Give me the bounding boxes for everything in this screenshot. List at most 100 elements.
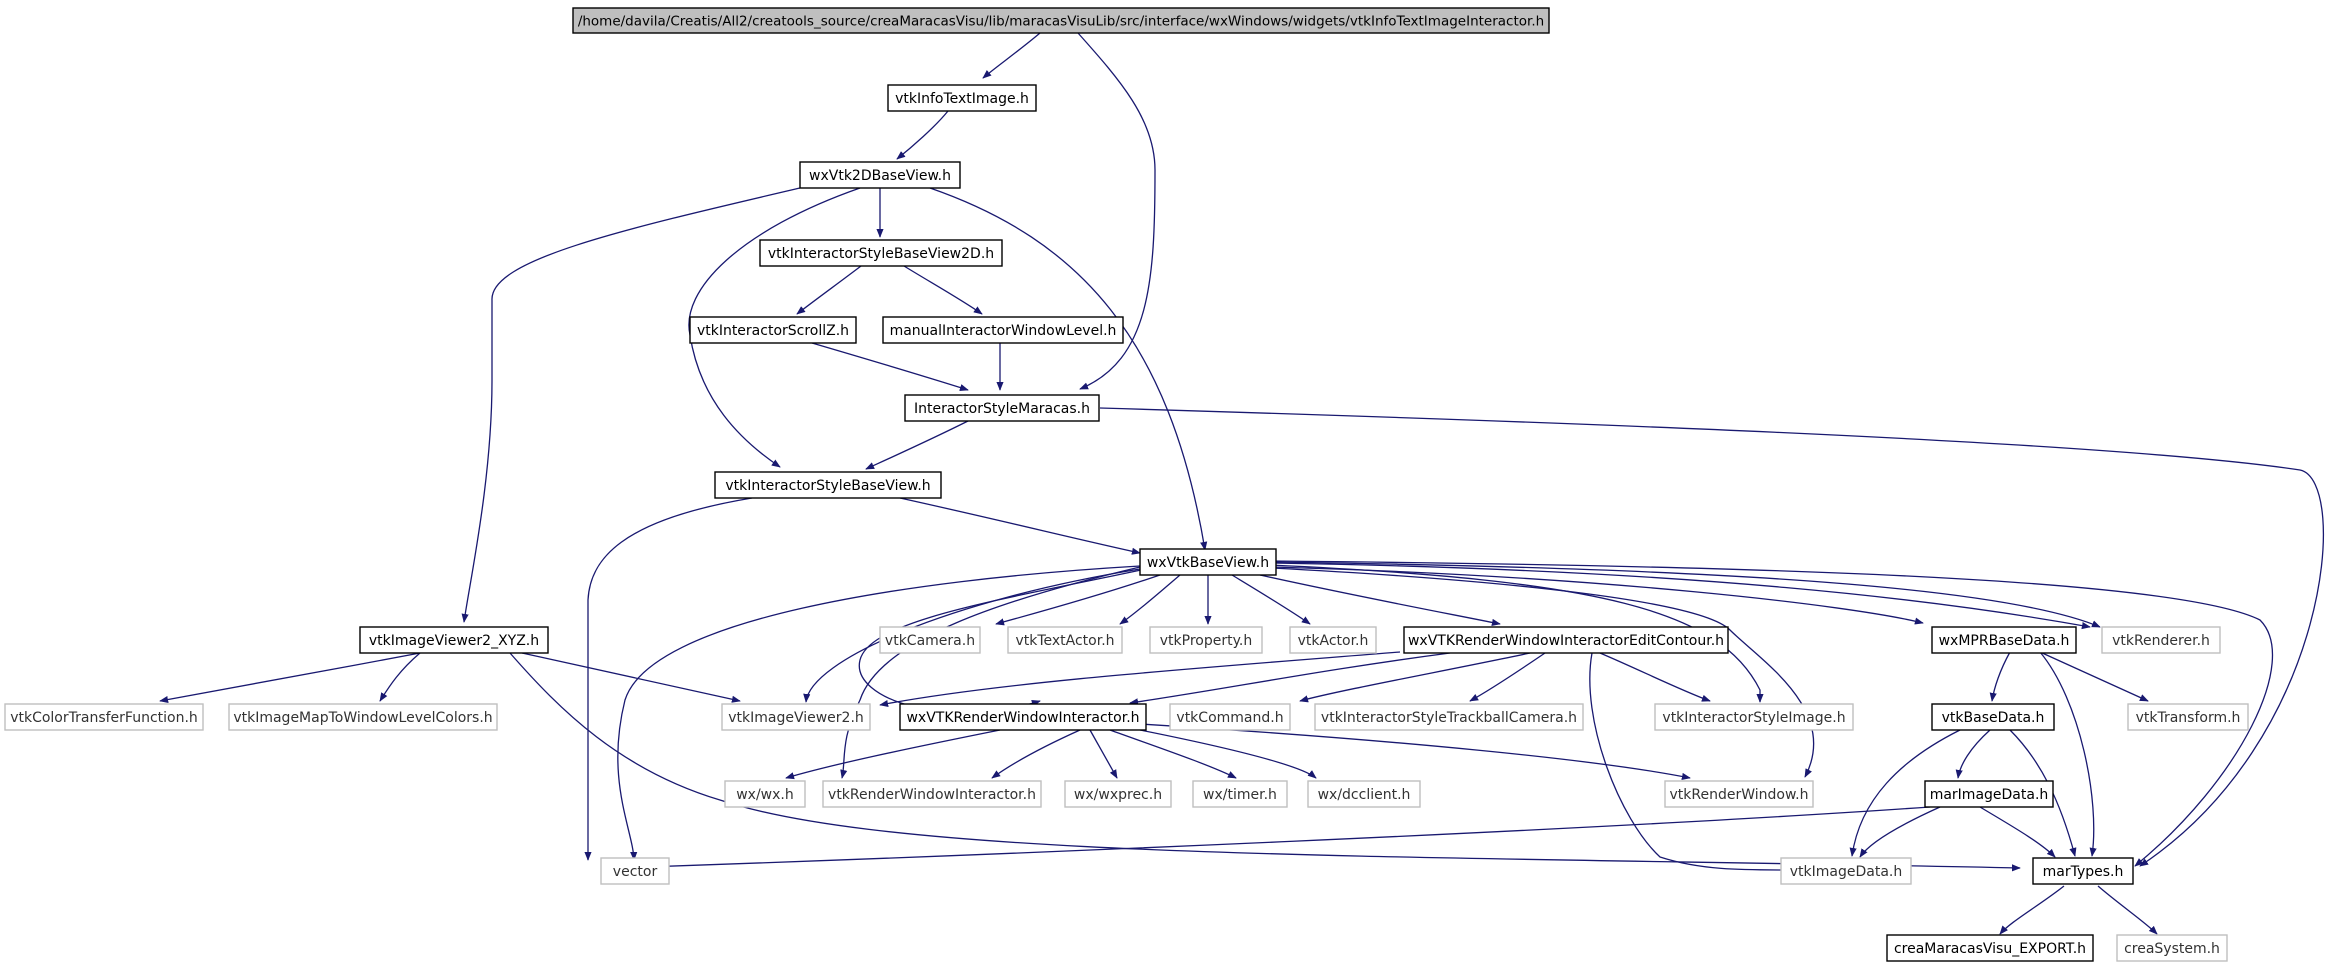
- node-box: [1780, 857, 1912, 885]
- edge: [879, 651, 1401, 708]
- node-box: [887, 84, 1037, 112]
- node-box: [1654, 703, 1854, 731]
- node-vtkinteractorstyletrackballcamera[interactable]: vtkInteractorStyleTrackballCamera.h: [1314, 703, 1584, 731]
- node-box: [904, 394, 1100, 422]
- node-label: vtkInteractorStyleBaseView.h: [725, 478, 930, 494]
- node-vtkproperty[interactable]: vtkProperty.h: [1149, 626, 1263, 654]
- edge: [1271, 566, 1924, 625]
- node-label: vtkCamera.h: [885, 633, 975, 649]
- node-box: [721, 703, 871, 731]
- node-wxmprbasedata[interactable]: wxMPRBaseData.h: [1931, 626, 2077, 654]
- edge: [1077, 32, 1156, 390]
- edge: [785, 729, 1001, 780]
- node-interactorstylemaracas[interactable]: InteractorStyleMaracas.h: [904, 394, 1100, 422]
- node-vtkbasedata[interactable]: vtkBaseData.h: [1931, 703, 2055, 731]
- edge: [615, 806, 1931, 872]
- node-vtkinteractorstyleimage[interactable]: vtkInteractorStyleImage.h: [1654, 703, 1854, 731]
- node-box: [1924, 780, 2054, 808]
- edge: [991, 729, 1081, 779]
- node-vtkimageviewer2[interactable]: vtkImageViewer2.h: [721, 703, 871, 731]
- node-vtkcommand[interactable]: vtkCommand.h: [1169, 703, 1291, 731]
- node-label: wxVTKRenderWindowInteractor.h: [906, 710, 1139, 726]
- edge: [896, 110, 949, 160]
- edge: [1589, 652, 1791, 874]
- node-wx-wx[interactable]: wx/wx.h: [724, 780, 806, 808]
- node-vtkinfotextimage[interactable]: vtkInfoTextImage.h: [887, 84, 1037, 112]
- node-box: [2116, 934, 2228, 962]
- node-box: [600, 857, 670, 885]
- dependency-nodes: /home/davila/Creatis/All2/creatools_sour…: [4, 7, 2249, 962]
- node-wx-wxprec[interactable]: wx/wxprec.h: [1064, 780, 1172, 808]
- node-vtkinteractorstylebaseview2d[interactable]: vtkInteractorStyleBaseView2D.h: [759, 239, 1003, 267]
- node-box: [228, 703, 498, 731]
- edge: [521, 652, 741, 703]
- node-vtkrenderwindow[interactable]: vtkRenderWindow.h: [1664, 780, 1814, 808]
- node-label: vtkInteractorScrollZ.h: [697, 323, 849, 339]
- node-box: [799, 161, 961, 189]
- edge: [903, 265, 983, 315]
- node-label: /home/davila/Creatis/All2/creatools_sour…: [578, 14, 1544, 30]
- node-label: vtkInteractorStyleImage.h: [1662, 710, 1845, 726]
- node-label: vector: [613, 864, 658, 880]
- edge: [1271, 567, 1815, 778]
- edge: [2039, 651, 2097, 857]
- node-vtkrenderwindowinteractor[interactable]: vtkRenderWindowInteractor.h: [822, 780, 1042, 808]
- edge: [1979, 806, 2056, 858]
- node-box: [1886, 934, 2094, 962]
- node-vtkimagedata[interactable]: vtkImageData.h: [1780, 857, 1912, 885]
- edge: [461, 187, 801, 623]
- node-manualinteractorwindowlevel[interactable]: manualInteractorWindowLevel.h: [882, 316, 1124, 344]
- node-vtkactor[interactable]: vtkActor.h: [1289, 626, 1377, 654]
- node-wxvtk2dbaseview[interactable]: wxVtk2DBaseView.h: [799, 161, 961, 189]
- edge: [811, 342, 969, 391]
- node-box: [4, 703, 204, 731]
- node-vtkcolortransferfunction[interactable]: vtkColorTransferFunction.h: [4, 703, 204, 731]
- node-vtkcamera[interactable]: vtkCamera.h: [879, 626, 981, 654]
- edge: [1271, 560, 2274, 867]
- node-box: [2127, 703, 2249, 731]
- edge: [1139, 729, 1317, 779]
- node-wx-timer[interactable]: wx/timer.h: [1192, 780, 1288, 808]
- edge: [379, 652, 421, 702]
- node-wxvtkbaseview[interactable]: wxVtkBaseView.h: [1139, 548, 1277, 576]
- node-box: [1192, 780, 1288, 808]
- node-label: vtkBaseData.h: [1942, 710, 2045, 726]
- node-label: vtkInteractorStyleTrackballCamera.h: [1321, 710, 1577, 726]
- node-label: marTypes.h: [2043, 864, 2124, 880]
- node-label: vtkRenderer.h: [2112, 633, 2210, 649]
- node-martypes[interactable]: marTypes.h: [2032, 857, 2134, 885]
- node-vtktransform[interactable]: vtkTransform.h: [2127, 703, 2249, 731]
- node-label: manualInteractorWindowLevel.h: [890, 323, 1117, 339]
- node-box: [882, 316, 1124, 344]
- node-vector[interactable]: vector: [600, 857, 670, 885]
- node-box: [1931, 703, 2055, 731]
- node-label: wxVtkBaseView.h: [1147, 555, 1269, 571]
- edge: [1109, 729, 1237, 779]
- node-wx-dcclient[interactable]: wx/dcclient.h: [1307, 780, 1421, 808]
- node-label: vtkActor.h: [1298, 633, 1369, 649]
- node-box: [1931, 626, 2077, 654]
- node-wxvtkrenderwindowinteractoreditcontour[interactable]: wxVTKRenderWindowInteractorEditContour.h: [1403, 626, 1729, 654]
- edge: [1089, 729, 1118, 779]
- node-box: [1314, 703, 1584, 731]
- node-vtkinteractorstylebaseview[interactable]: vtkInteractorStyleBaseView.h: [714, 471, 942, 499]
- node-box: [724, 780, 806, 808]
- edge: [796, 265, 862, 315]
- node-label: vtkImageViewer2.h: [728, 710, 864, 726]
- node-marimagedata[interactable]: marImageData.h: [1924, 780, 2054, 808]
- node-vtkimageviewer2-xyz[interactable]: vtkImageViewer2_XYZ.h: [359, 626, 549, 654]
- node-box: [714, 471, 942, 499]
- node-vtkinteractorscrollz[interactable]: vtkInteractorScrollZ.h: [689, 316, 857, 344]
- node-creamaracasvisu-export[interactable]: creaMaracasVisu_EXPORT.h: [1886, 934, 2094, 962]
- node-vtktextactor[interactable]: vtkTextActor.h: [1007, 626, 1123, 654]
- node-creasystem[interactable]: creaSystem.h: [2116, 934, 2228, 962]
- node-label: wx/wx.h: [736, 787, 794, 803]
- root-file-node[interactable]: /home/davila/Creatis/All2/creatools_sour…: [572, 7, 1550, 34]
- node-label: vtkCommand.h: [1176, 710, 1283, 726]
- node-wxvtkrenderwindowinteractor[interactable]: wxVTKRenderWindowInteractor.h: [899, 703, 1147, 731]
- edge: [1989, 651, 2011, 702]
- edge: [2039, 651, 2149, 702]
- node-vtkrenderer[interactable]: vtkRenderer.h: [2101, 626, 2221, 654]
- node-vtkimagemaptowindowlevelcolors[interactable]: vtkImageMapToWindowLevelColors.h: [228, 703, 498, 731]
